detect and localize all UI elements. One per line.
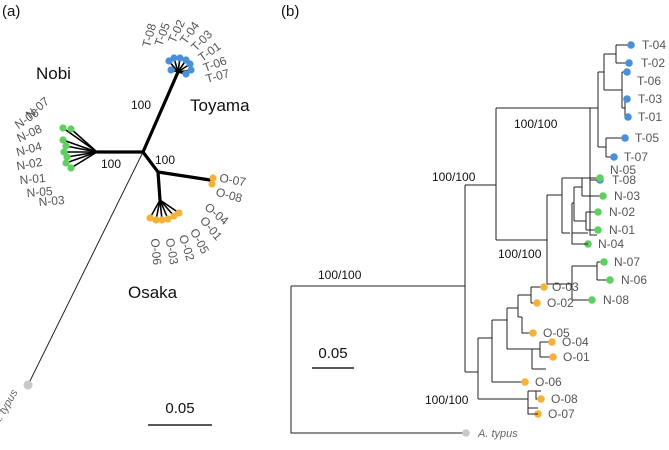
outgroup-branch (27, 151, 144, 386)
osaka-fan (146, 174, 217, 224)
outgroup-tip (23, 380, 33, 390)
support-osaka-a: 100 (155, 153, 175, 167)
leaf-label: T-05 (635, 131, 659, 145)
leaf-label: N-01 (609, 223, 635, 237)
leaf-label: N-04 (598, 237, 624, 251)
support-ingroup-b: 100/100 (432, 170, 476, 184)
leaf-label: T-02 (641, 56, 665, 70)
leaf-label: O-03 (163, 237, 181, 266)
leaf-label: N-05 (610, 163, 636, 177)
leaf-label: O-02 (547, 296, 574, 310)
osaka-substem-1 (156, 170, 212, 182)
osaka-substem-2 (156, 170, 162, 202)
leaf-label: O-08 (551, 392, 578, 406)
leaf-label: T-06 (637, 74, 661, 88)
group-label-nobi: Nobi (36, 64, 71, 83)
leaf-label: T-07 (204, 66, 231, 86)
leaf-label: T-08 (612, 173, 636, 187)
support-root-b: 100/100 (318, 268, 362, 282)
outgroup-label-b: A. typus (477, 428, 518, 440)
support-nobi-a: 100 (101, 157, 121, 171)
leaf-label: O-01 (563, 350, 590, 364)
scale-label-a: 0.05 (165, 400, 194, 417)
leaf-label: N-02 (15, 155, 43, 173)
panel-b-label: (b) (281, 3, 299, 20)
support-toyama-b: 100/100 (514, 117, 558, 131)
nobi-fan (59, 124, 98, 172)
nobi-leaf-labels-a: N-07 N-06 N-08 N-04 N-02 N-01 N-05 N-03 (12, 94, 66, 209)
scale-label-b: 0.05 (318, 345, 347, 362)
osaka-leaf-labels-a: O-07 O-08 O-04 O-01 O-05 O-02 O-03 O-06 (148, 171, 248, 266)
leaf-label: O-08 (214, 185, 244, 206)
support-toyama-a: 100 (131, 98, 151, 112)
support-osaka-b: 100/100 (425, 393, 469, 407)
group-label-toyama: Toyama (190, 96, 250, 115)
leaf-label: T-04 (642, 38, 666, 52)
nobi-leaf-labels-b: N-05 N-03 N-02 N-01 N-04 N-07 N-06 N-08 (598, 163, 647, 307)
osaka-leaf-labels-b: O-03 O-02 O-05 O-04 O-01 O-06 O-08 O-07 (535, 280, 590, 421)
leaf-label: O-05 (543, 326, 570, 340)
leaf-label: N-03 (614, 189, 640, 203)
outgroup-branch-b (290, 286, 466, 434)
outgroup-label-a: A. typus (0, 387, 21, 429)
leaf-label: N-02 (609, 205, 635, 219)
toyama-fan (165, 54, 195, 78)
leaf-label: N-01 (19, 171, 46, 187)
radial-tree: A. typus T-08 T-05 (0, 17, 250, 428)
panel-a-label: (a) (2, 3, 20, 20)
leaf-label: N-07 (614, 255, 640, 269)
leaf-label: N-06 (621, 273, 647, 287)
leaf-label: T-03 (638, 92, 662, 106)
leaf-label: O-06 (535, 375, 562, 389)
toyama-leaf-labels-b: T-04 T-02 T-06 T-03 T-01 T-05 T-07 T-08 (612, 38, 666, 187)
leaf-label: N-05 (26, 184, 53, 200)
leaf-label: T-07 (624, 150, 648, 164)
leaf-label: O-03 (552, 280, 579, 294)
leaf-label: O-04 (562, 335, 589, 349)
outgroup-tip-b (462, 429, 470, 437)
group-label-osaka: Osaka (128, 283, 178, 302)
leaf-label: O-07 (548, 407, 575, 421)
toyama-stem (141, 70, 180, 154)
leaf-label: T-08 (139, 22, 159, 49)
leaf-label: N-03 (38, 193, 65, 209)
leaf-label: N-08 (603, 293, 629, 307)
leaf-label: O-07 (218, 171, 247, 189)
rect-tree: A. typus (290, 38, 666, 440)
leaf-label: N-04 (15, 139, 44, 159)
leaf-label: O-06 (148, 238, 164, 266)
leaf-label: T-01 (638, 110, 662, 124)
support-nobi-b: 100/100 (498, 247, 542, 261)
osaka-stem (141, 150, 160, 174)
